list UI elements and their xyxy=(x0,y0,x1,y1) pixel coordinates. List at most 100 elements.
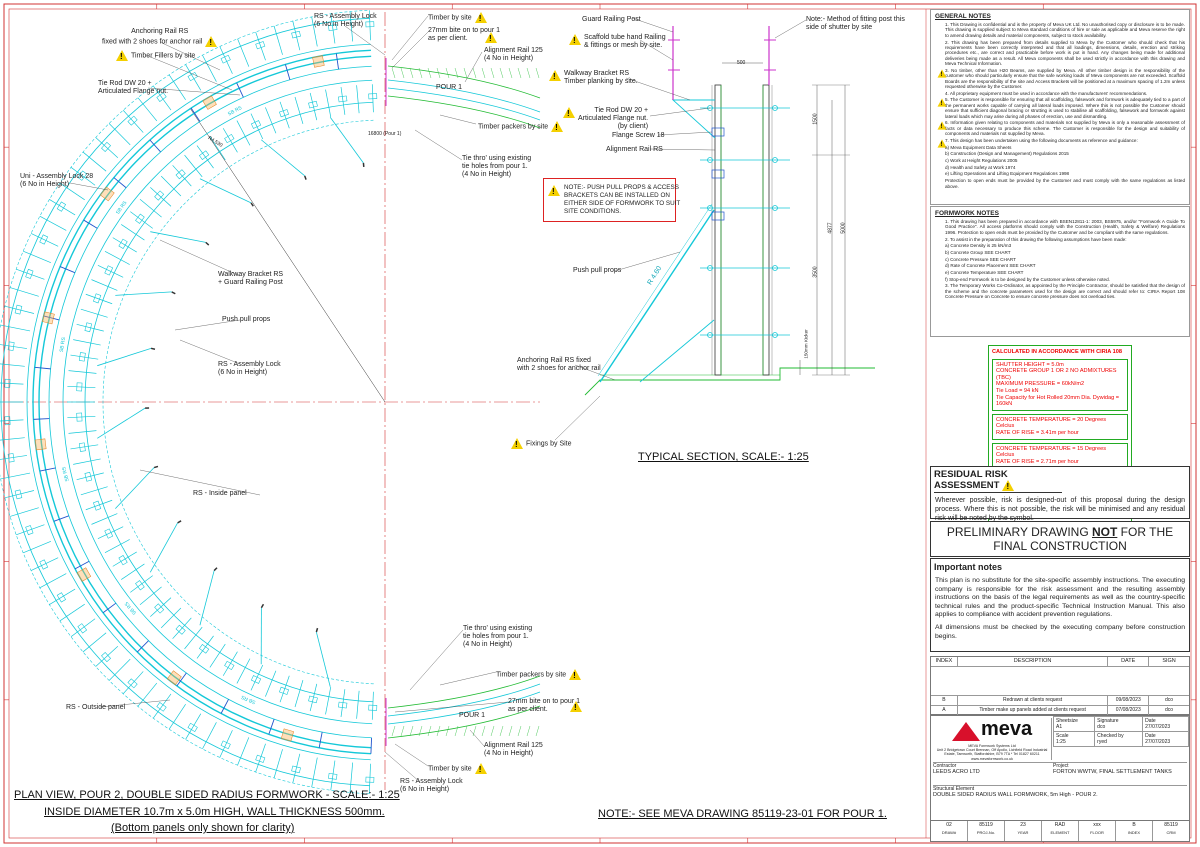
revision-header: INDEX DESCRIPTION DATE SIGN xyxy=(931,657,1189,667)
label-pour1-top: POUR 1 xyxy=(436,84,463,91)
formwork_notes-item: 3. The Temporary Works Co-Ordinator, as … xyxy=(945,283,1185,300)
outer-panel-clamp xyxy=(255,41,266,50)
section-push-pull-prop xyxy=(599,209,715,383)
inner-panel-clamp xyxy=(279,686,290,695)
important-notes-panel: Important notes This plan is no substitu… xyxy=(930,558,1190,652)
outer-panel-clamp xyxy=(291,765,301,774)
pour-1-hatch xyxy=(517,67,522,79)
meva-logo-text: meva xyxy=(981,718,1033,740)
outer-panel-clamp xyxy=(4,416,11,426)
revision-index: A xyxy=(931,706,958,715)
inner-panel-clamp xyxy=(154,603,165,614)
ciria-tie-capacity: Tie Capacity for Hot Rolled 20mm Dia. Dy… xyxy=(996,394,1120,408)
outer-panel-clamp xyxy=(101,652,112,663)
outer-waler xyxy=(237,737,250,766)
label-fixings: Fixings by Site xyxy=(508,438,572,449)
base-slab xyxy=(584,367,875,396)
outer-waler xyxy=(185,64,202,91)
outer-panel-clamp xyxy=(39,559,49,570)
inner-waler xyxy=(160,607,182,629)
label-tie-rod-plan: Tie Rod DW 20 + Articulated Flange nut. xyxy=(98,80,169,95)
label-timber-top: Timber by site xyxy=(428,12,487,23)
preliminary-line-2: FINAL CONSTRUCTION xyxy=(993,539,1127,553)
outer-waler xyxy=(311,16,318,47)
warning-icon xyxy=(937,98,947,108)
important-notes-title: Important notes xyxy=(934,562,1003,572)
prop-foot xyxy=(150,347,156,350)
general_notes-item: 7. This design has been undertaken using… xyxy=(937,138,1185,148)
pour-1-hatch xyxy=(400,725,405,737)
inner-waler xyxy=(70,354,99,360)
inner-waler xyxy=(172,617,192,639)
label-timber-packers-bottom: Timber packers by site xyxy=(496,669,582,680)
important-notes-text-2: All dimensions must be checked by the ex… xyxy=(935,623,1185,640)
inner-waler xyxy=(265,107,277,134)
tie-rod xyxy=(149,139,161,153)
section-note-box: NOTE:- PUSH PULL PROPS & ACCESS BRACKETS… xyxy=(543,178,680,222)
prop-foot xyxy=(177,520,182,524)
inner-waler xyxy=(371,84,374,113)
outer-waler xyxy=(4,305,35,314)
tie-rod xyxy=(39,467,56,472)
outer-waler xyxy=(292,20,301,51)
inner-waler xyxy=(91,279,118,291)
outer-panel-clamp xyxy=(39,234,49,245)
inner-panel-clamp xyxy=(308,100,318,109)
general_notes-item: c) Work at Height Regulations 2005 xyxy=(945,158,1018,164)
pour-1-hatch xyxy=(517,725,522,737)
outer-waler xyxy=(185,713,202,740)
leader-line xyxy=(344,25,386,56)
inner-panel-clamp xyxy=(135,213,145,224)
general_notes-item: 5. The Customer is responsible for ensur… xyxy=(937,97,1185,119)
outer-waler xyxy=(330,13,336,44)
outer-panel-clamp xyxy=(14,304,23,315)
outer-panel-clamp xyxy=(365,776,375,783)
leader-line xyxy=(464,51,483,83)
inner-panel-clamp xyxy=(118,555,128,566)
panel-code: SB RS xyxy=(123,600,138,616)
ciria-pressure: MAXIMUM PRESSURE = 60kN/m2 xyxy=(996,381,1085,388)
label-walkway-plan: Walkway Bracket RS + Guard Railing Post xyxy=(218,271,284,286)
inner-waler xyxy=(265,670,277,697)
general-notes-panel: GENERAL NOTES 1. This Drawing is confide… xyxy=(930,9,1190,205)
dim-1500: 1500 xyxy=(812,113,819,125)
inner-waler xyxy=(112,237,137,253)
inner-waler xyxy=(184,154,203,178)
leader-line xyxy=(657,131,713,136)
leader-line xyxy=(554,395,601,441)
formwork_notes-item: b) Concrete Group SEE CHART xyxy=(945,249,1011,255)
timber-filler xyxy=(99,186,115,202)
label-alignment-rail-section: Alignment Rail RS xyxy=(606,146,663,153)
inner-waler xyxy=(139,586,162,606)
label-timber-packers-top: Timber packers by site xyxy=(478,121,564,132)
tie-rod xyxy=(83,219,98,229)
prop-foot xyxy=(250,202,254,207)
leader-line xyxy=(614,251,681,272)
pour-1-hatch xyxy=(445,67,450,79)
pour-1-hatch xyxy=(526,67,531,79)
meva-logo-icon xyxy=(952,722,980,741)
outer-panel-clamp xyxy=(77,623,88,634)
timber-filler xyxy=(280,728,294,742)
inner-panel-clamp xyxy=(279,109,290,118)
warning-icon xyxy=(116,50,128,61)
label-walkway-section: Walkway Bracket RS Timber planking by si… xyxy=(546,70,638,86)
outer-waler xyxy=(70,167,96,186)
label-tie-thro-bottom: Tie thro' using existing tie holes from … xyxy=(463,625,533,648)
outer-waler xyxy=(273,25,283,55)
push-pull-prop xyxy=(150,231,206,243)
pour-1-wall-line xyxy=(387,95,541,129)
outer-waler xyxy=(0,437,25,441)
outer-panel-clamp xyxy=(365,21,375,28)
inner-panel-clamp xyxy=(250,120,262,129)
outer-panel-clamp xyxy=(291,30,301,39)
warning-icon xyxy=(937,139,947,148)
revision-sign: dco xyxy=(1165,697,1174,703)
outer-panel-clamp xyxy=(156,92,167,102)
leader-line xyxy=(649,107,711,117)
tie-rod xyxy=(190,107,201,122)
